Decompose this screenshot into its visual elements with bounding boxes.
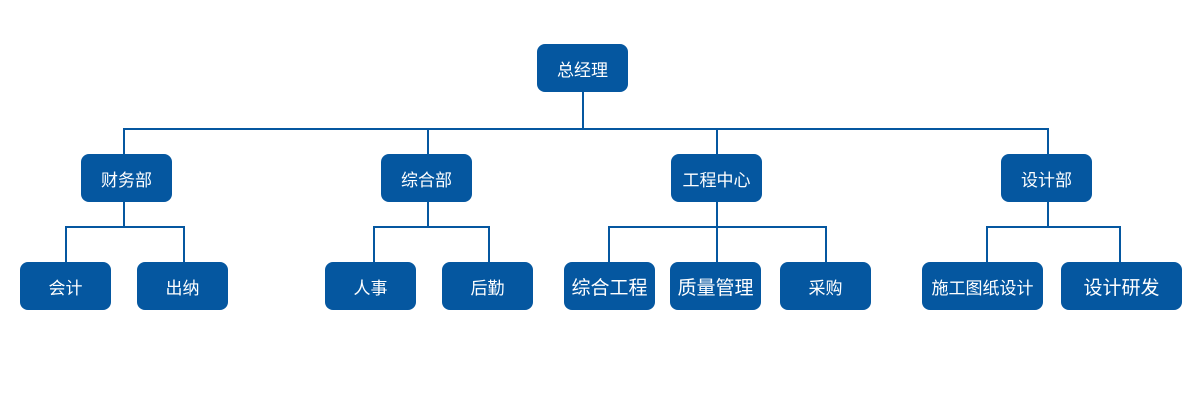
node-ceo: 总经理 [537, 44, 628, 92]
node-general: 综合部 [381, 154, 472, 202]
node-design: 设计部 [1001, 154, 1092, 202]
node-accounting: 会计 [20, 262, 111, 310]
node-cashier: 出纳 [137, 262, 228, 310]
node-purchasing: 采购 [780, 262, 871, 310]
node-general-engineering: 综合工程 [564, 262, 655, 310]
node-design-rd: 设计研发 [1061, 262, 1182, 310]
node-engineering: 工程中心 [671, 154, 762, 202]
node-finance: 财务部 [81, 154, 172, 202]
node-logistics: 后勤 [442, 262, 533, 310]
node-construction-drawing: 施工图纸设计 [922, 262, 1043, 310]
node-quality: 质量管理 [670, 262, 761, 310]
node-hr: 人事 [325, 262, 416, 310]
